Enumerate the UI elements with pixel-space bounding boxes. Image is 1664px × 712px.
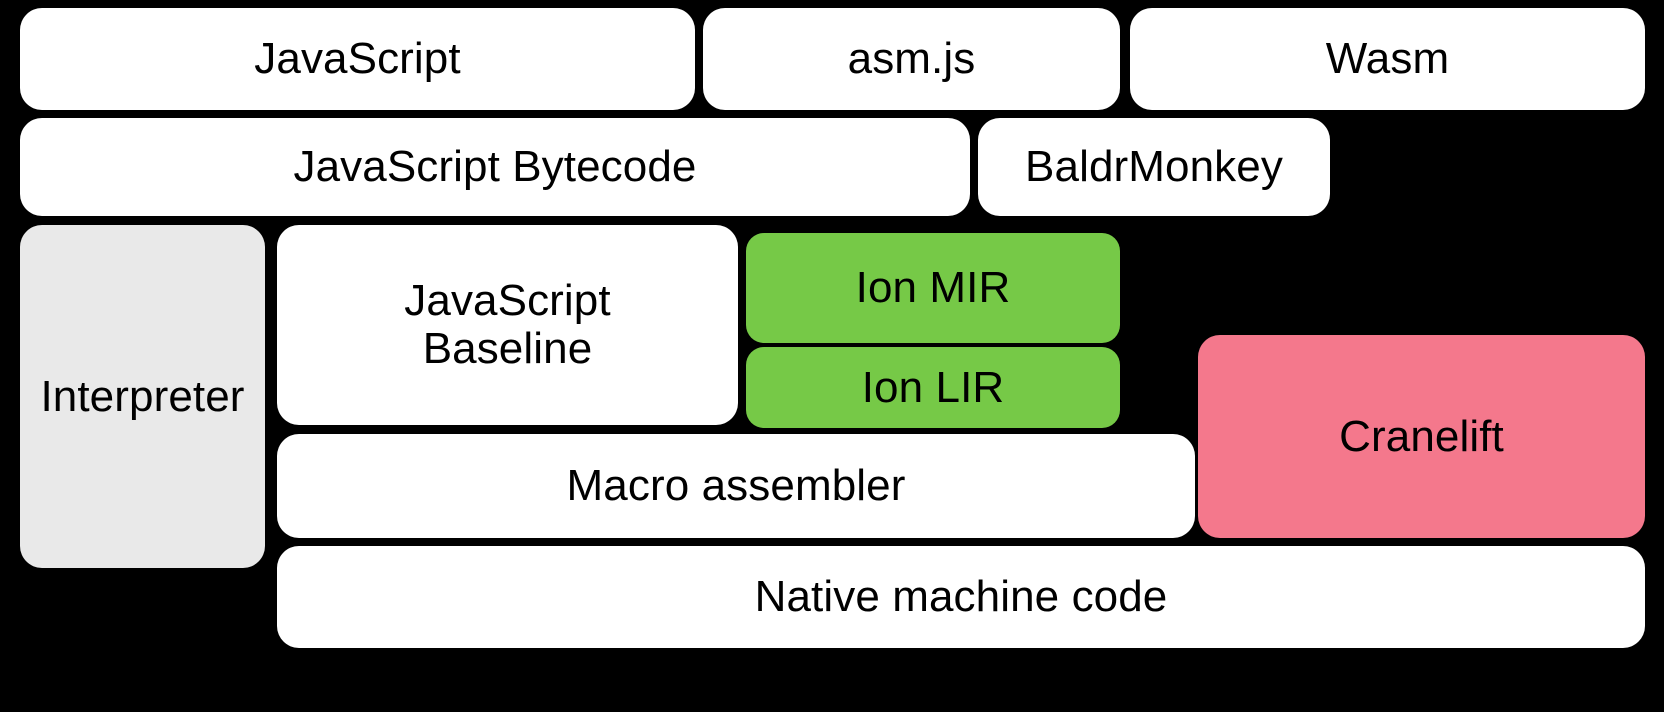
node-macro-assembler: Macro assembler: [277, 434, 1195, 538]
node-javascript-baseline: JavaScript Baseline: [277, 225, 738, 425]
node-interpreter: Interpreter: [20, 225, 265, 568]
node-native-machine-code: Native machine code: [277, 546, 1645, 648]
node-asm-js: asm.js: [703, 8, 1120, 110]
node-javascript-bytecode: JavaScript Bytecode: [20, 118, 970, 216]
node-cranelift: Cranelift: [1198, 335, 1645, 538]
node-wasm: Wasm: [1130, 8, 1645, 110]
node-javascript: JavaScript: [20, 8, 695, 110]
node-ion-mir: Ion MIR: [746, 233, 1120, 343]
node-baldrmonkey: BaldrMonkey: [978, 118, 1330, 216]
node-ion-lir: Ion LIR: [746, 347, 1120, 428]
